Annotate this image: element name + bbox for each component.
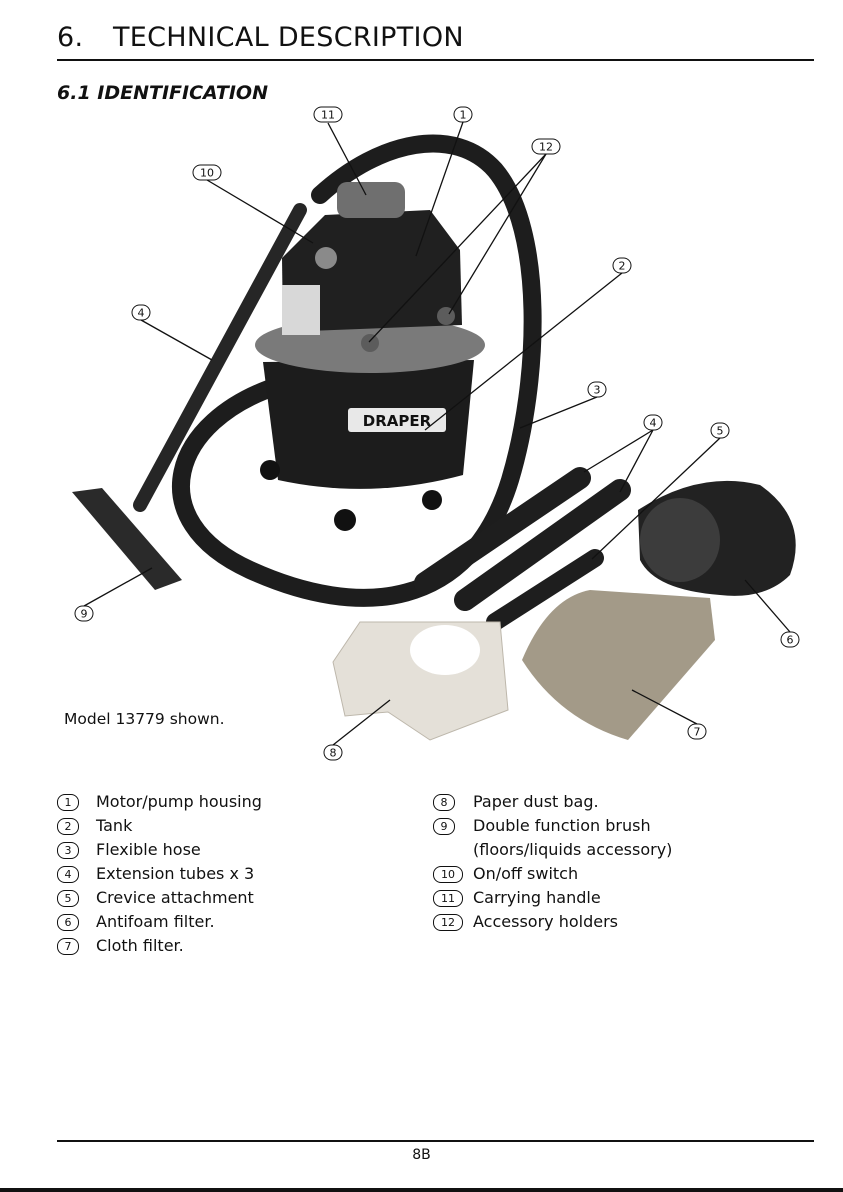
callout-2: 2: [612, 257, 632, 274]
svg-text:6: 6: [787, 634, 794, 647]
legend-item: 6 Antifoam filter.: [57, 910, 262, 934]
legend-label: On/off switch: [473, 864, 579, 883]
extension-tube: [414, 467, 591, 594]
callout-10: 10: [192, 164, 222, 181]
wand-tube: [133, 203, 307, 512]
on-off-switch: [315, 247, 337, 269]
legend-item: 10 On/off switch: [433, 862, 672, 886]
carrying-handle: [337, 182, 405, 218]
legend-item: 8 Paper dust bag.: [433, 790, 672, 814]
legend-item: 7 Cloth filter.: [57, 934, 262, 958]
brand-band: [348, 408, 446, 432]
legend-item: 2 Tank: [57, 814, 262, 838]
item-number-badge: 11: [433, 890, 463, 907]
callout-leaders: [83, 121, 791, 746]
item-number-badge: 4: [57, 866, 79, 883]
wheel: [260, 460, 280, 480]
page-number: 8B: [412, 1147, 431, 1163]
callout-1: 1: [453, 106, 473, 123]
accessory-holder: [361, 334, 379, 352]
callout-badges: 1 2 3 4 4 5 6 7 8 9 10 11 12: [74, 106, 800, 761]
section-number: 6.: [57, 22, 84, 53]
legend-label: Extension tubes x 3: [96, 864, 255, 883]
identification-figure: DRAPER: [72, 106, 800, 761]
callout-11: 11: [313, 106, 343, 123]
legend-item: 1 Motor/pump housing: [57, 790, 262, 814]
legend-item: 3 Flexible hose: [57, 838, 262, 862]
legend-label: Tank: [96, 816, 133, 835]
floor-brush: [72, 488, 182, 590]
svg-text:11: 11: [321, 109, 335, 122]
svg-text:7: 7: [694, 726, 701, 739]
item-number-badge: 2: [57, 818, 79, 835]
callout-4-wand: 4: [131, 304, 151, 321]
legend-label: Motor/pump housing: [96, 792, 262, 811]
svg-text:5: 5: [717, 425, 724, 438]
section-title: 6. TECHNICAL DESCRIPTION: [57, 22, 464, 53]
callout-5: 5: [710, 422, 730, 439]
item-number-badge: 7: [57, 938, 79, 955]
section-title-text: TECHNICAL DESCRIPTION: [113, 22, 464, 53]
item-number-badge: 6: [57, 914, 79, 931]
legend-label-continued: (floors/liquids accessory): [473, 840, 673, 859]
callout-6: 6: [780, 631, 800, 648]
callout-3: 3: [587, 381, 607, 398]
item-number-badge: 10: [433, 866, 463, 883]
bottom-border: [0, 1188, 843, 1192]
motor-housing: [282, 210, 462, 332]
subsection-title: 6.1 IDENTIFICATION: [57, 82, 268, 104]
legend-label: Double function brush: [473, 816, 651, 835]
svg-text:10: 10: [200, 167, 214, 180]
item-number-badge: 12: [433, 914, 463, 931]
parts-legend-right: 8 Paper dust bag. 9 Double function brush (…: [433, 790, 672, 934]
callout-9: 9: [74, 605, 94, 622]
svg-text:3: 3: [594, 384, 601, 397]
legend-label: Antifoam filter.: [96, 912, 215, 931]
svg-text:12: 12: [539, 141, 553, 154]
vacuum-illustration: DRAPER: [72, 134, 796, 741]
item-number-badge: 5: [57, 890, 79, 907]
flexible-hose: [172, 134, 542, 607]
legend-item: 5 Crevice attachment: [57, 886, 262, 910]
cloth-filter: [522, 590, 715, 740]
legend-label: Cloth filter.: [96, 936, 184, 955]
legend-item: 11 Carrying handle: [433, 886, 672, 910]
item-number-badge: 8: [433, 794, 455, 811]
svg-text:2: 2: [619, 260, 626, 273]
callout-12: 12: [531, 138, 561, 155]
legend-label: Crevice attachment: [96, 888, 254, 907]
wheel: [422, 490, 442, 510]
brand-mark: DRAPER: [363, 412, 432, 430]
svg-text:4: 4: [650, 417, 657, 430]
svg-text:9: 9: [81, 608, 88, 621]
callout-8: 8: [323, 744, 343, 761]
item-number-badge: 9: [433, 818, 455, 835]
callout-4-tubes: 4: [643, 414, 663, 431]
item-number-badge: 3: [57, 842, 79, 859]
svg-text:1: 1: [460, 109, 467, 122]
legend-label: Flexible hose: [96, 840, 201, 859]
header-rule: [57, 59, 814, 61]
footer-rule: [57, 1140, 814, 1142]
legend-item: 9 Double function brush (floors/liquids ac…: [433, 814, 672, 862]
wheel: [334, 509, 356, 531]
item-number-badge: 1: [57, 794, 79, 811]
svg-text:8: 8: [330, 747, 337, 760]
parts-legend-left: 1 Motor/pump housing 2 Tank 3 Flexible hose…: [57, 790, 262, 958]
label-plate: [282, 285, 320, 335]
callout-7: 7: [687, 723, 707, 740]
legend-label: Accessory holders: [473, 912, 618, 931]
legend-label: Paper dust bag.: [473, 792, 599, 811]
svg-text:4: 4: [138, 307, 145, 320]
figure-caption: Model 13779 shown.: [64, 710, 225, 728]
legend-item: 4 Extension tubes x 3: [57, 862, 262, 886]
crevice-attachment: [486, 549, 604, 631]
legend-label: Carrying handle: [473, 888, 601, 907]
extension-tube: [454, 479, 631, 611]
legend-item: 12 Accessory holders: [433, 910, 672, 934]
